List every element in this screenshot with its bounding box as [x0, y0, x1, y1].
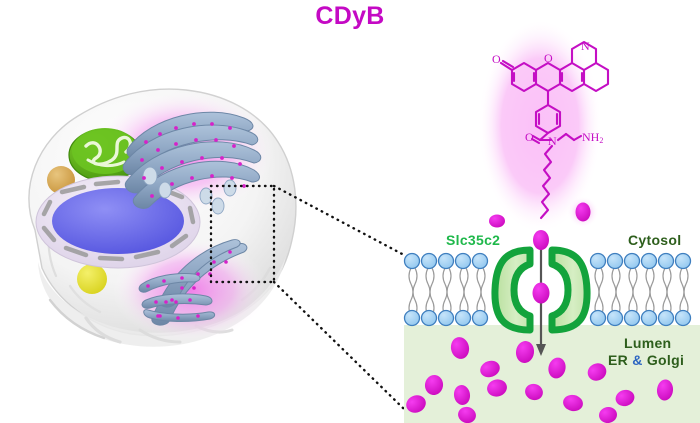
- dye-fluorescence-glow: [478, 22, 602, 238]
- lumen-dye: [453, 385, 471, 405]
- vesicle-yellow: [77, 264, 107, 294]
- dye-molecule-cytosol-right: [575, 202, 591, 222]
- golgi-apparatus: [122, 111, 262, 215]
- bilayer-lower-left: [403, 309, 489, 327]
- slc35c2-transporter: [491, 246, 591, 334]
- label-amide-nitrogen: N: [548, 134, 557, 148]
- lumen-dye: [615, 389, 635, 407]
- lumen-dye: [487, 379, 507, 397]
- bilayer-upper-right: [589, 252, 692, 317]
- dye-molecule-cytosol-left: [489, 214, 505, 228]
- bilayer-lower-right: [589, 309, 692, 327]
- lumen-dye: [587, 363, 607, 381]
- molecule-atom-labels: O O N O N NH2: [492, 39, 603, 148]
- golgi-ribosomes: [140, 122, 246, 198]
- label-xanthene-oxygen: O: [544, 51, 553, 65]
- label-ketone-oxygen: O: [492, 52, 501, 66]
- er-golgi-ampersand: &: [628, 352, 647, 368]
- label-amide-oxygen: O: [525, 130, 534, 144]
- lumen-dye: [424, 375, 444, 395]
- lumen-dye: [525, 383, 543, 401]
- lipid-bilayer: [403, 252, 692, 327]
- lumen-dye: [480, 360, 500, 378]
- lumen-dye: [548, 357, 566, 379]
- lumen-dye: [563, 394, 583, 412]
- lumen-dye: [515, 341, 535, 363]
- lumen-dye: [406, 395, 426, 413]
- transporter-label: Slc35c2: [446, 232, 501, 248]
- lumen-dye: [599, 406, 617, 423]
- dye-inside-pore: [532, 282, 550, 304]
- bilayer-upper-left: [403, 252, 489, 317]
- dye-entering-pore: [533, 230, 549, 250]
- figure-title: CDyB: [315, 2, 385, 30]
- lumen-dye-molecules: [406, 337, 674, 423]
- lumen-dye: [450, 337, 470, 359]
- lumen-dye: [458, 406, 476, 423]
- cdyb-structure: [499, 40, 610, 220]
- er-golgi-suffix: Golgi: [646, 352, 685, 368]
- label-terminal-amine: NH2: [582, 130, 603, 145]
- endoplasmic-reticulum: [138, 239, 248, 326]
- lumen-dye: [656, 379, 674, 401]
- er-golgi-label: ER & Golgi: [608, 352, 684, 368]
- er-ribosomes: [146, 250, 232, 320]
- lumen-label: Lumen: [624, 335, 672, 351]
- callout-connector: [209, 184, 406, 411]
- label-julolidine-nitrogen: N: [581, 39, 590, 53]
- er-golgi-prefix: ER: [608, 352, 629, 368]
- cytosol-label: Cytosol: [628, 232, 682, 248]
